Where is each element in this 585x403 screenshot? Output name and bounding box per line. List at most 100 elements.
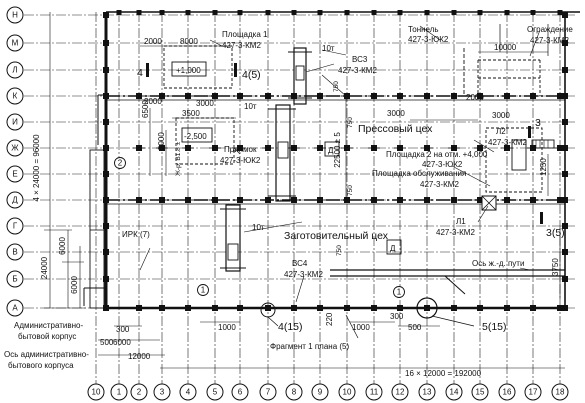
axis-bubble-number: 1 [110, 383, 128, 401]
axis-number-label: 10 [92, 388, 101, 397]
elev-plus1000: +1,000 [176, 66, 201, 75]
label-irk: ИРК (7) [122, 230, 150, 239]
axis-number-label: 10 [343, 388, 352, 397]
dim-300b: 300 [390, 312, 404, 321]
dim-1000a: 1000 [218, 323, 236, 332]
crane-bridge-top [288, 47, 312, 105]
dim-3000c: 3000 [492, 111, 510, 120]
dim-5000: 5000 [157, 132, 166, 150]
dim-22500: 22500 ± 5 [333, 132, 342, 168]
label-node-5-15: 5(15) [482, 321, 507, 333]
label-platform-service-code: 427-3-КМ2 [420, 180, 459, 189]
dim-3000b: 3000 [387, 109, 405, 118]
label-platform2: Площадка 2 на отм. +4,000 [386, 150, 488, 159]
label-10t-b: 10т [244, 102, 257, 111]
label-press-shop: Прессовый цех [358, 123, 433, 135]
axis-number-label: 6 [238, 388, 243, 397]
label-admin-axis: Ось административно- [4, 350, 89, 359]
label-section-3-5: 3(5) [546, 227, 565, 239]
axis-number-label: 18 [556, 388, 565, 397]
dim-8000: 8000 [180, 37, 198, 46]
axis-number-label: 5 [213, 388, 218, 397]
axis-letter-label: Б [12, 275, 17, 284]
crane-bridge-bottom [220, 204, 246, 272]
label-l2-code: 427-3-КМ2 [488, 138, 527, 147]
axis-bubble-letter: И [6, 113, 24, 131]
axis-bubble-letter: Н [6, 6, 24, 24]
label-section-4: 4 [137, 67, 143, 79]
label-tunnel-code: 427-3-ЮК2 [408, 35, 449, 44]
label-vs3-code: 427-3-КМ2 [338, 66, 377, 75]
dim-left-24000: 24000 [40, 256, 49, 279]
axis-bubble-number: 15 [471, 383, 489, 401]
axis-bubble-letter: В [6, 243, 24, 261]
dim-300: 300 [116, 325, 130, 334]
label-ref-small: Ж-р. В1.8 ± [175, 141, 182, 176]
label-shop-letter-b: Д [390, 244, 396, 253]
label-vs4: ВС4 [292, 259, 308, 268]
axis-number-label: 8 [292, 388, 297, 397]
tunnel-outline [463, 24, 549, 96]
label-admin-axis-2: бытового корпуса [8, 361, 74, 370]
axis-bubble-letter: А [6, 299, 24, 317]
axis-bubbles-letters: Н М Л К И Ж Е Д Г В Б А [6, 6, 24, 317]
elev-minus2500: -2,500 [184, 132, 207, 141]
axis-bubble-letter: М [6, 34, 24, 52]
dim-total-bottom: 16 × 12000 = 192000 [405, 369, 482, 378]
axis-number-label: 2 [137, 388, 142, 397]
detail-circles [114, 157, 475, 339]
dim-750d: 750 [336, 245, 343, 256]
label-circle-1b: 1 [397, 288, 402, 297]
axis-bubble-number: 6 [231, 383, 249, 401]
dim-3500: 3500 [182, 109, 200, 118]
axis-bubble-number: 16 [498, 383, 516, 401]
label-platform-service: Площадка обслуживания [372, 169, 466, 178]
label-l1: Л1 [456, 217, 466, 226]
label-l2: Л2 [496, 127, 506, 136]
axis-letter-label: Г [13, 222, 18, 231]
label-platform1: Площадка 1 [222, 30, 268, 39]
axis-number-label: 14 [450, 388, 459, 397]
label-pit-code: 427-3-ЮК2 [220, 156, 261, 165]
axis-letter-label: Д [12, 196, 18, 205]
axis-bubble-number: 18 [551, 383, 569, 401]
dim-750c: 750 [347, 185, 354, 196]
section-marks [146, 63, 543, 224]
label-fence-code: 427-3-КМ2 [530, 36, 569, 45]
axis-letter-label: Ж [11, 144, 19, 153]
axis-bubble-number: 9 [311, 383, 329, 401]
label-prep-shop: Заготовительный цех [284, 230, 389, 242]
label-shop-letter-a: Д [328, 146, 334, 155]
dim-6000: 6000 [113, 338, 131, 347]
axis-bubble-number: 11 [365, 383, 383, 401]
axis-letter-label: А [12, 304, 18, 313]
axis-bubble-letter: Л [6, 61, 24, 79]
axis-letter-label: Е [12, 170, 17, 179]
platform-1-outline [163, 45, 233, 89]
axis-letter-label: И [12, 118, 18, 127]
axis-bubble-letter: К [6, 87, 24, 105]
axis-bubble-letter: Г [6, 217, 24, 235]
axis-letter-label: Л [12, 66, 17, 75]
label-admin-building: Административно- [14, 321, 83, 330]
label-10t-c: 10т [252, 223, 265, 232]
axis-number-label: 7 [266, 388, 271, 397]
axis-bubble-number: 3 [153, 383, 171, 401]
dim-10000: 10000 [494, 43, 517, 52]
dim-1250: 1250 [539, 158, 548, 176]
axis-letter-label: Н [12, 11, 18, 20]
dim-220: 220 [325, 312, 334, 326]
label-node-4-15: 4(15) [278, 321, 303, 333]
axis-bubble-number: 5 [206, 383, 224, 401]
dim-750b: 750 [347, 117, 354, 128]
axis-number-label: 17 [529, 388, 538, 397]
axis-number-label: 15 [476, 388, 485, 397]
crane-bridge-middle [268, 104, 296, 202]
label-l1-code: 427-3-КМ2 [436, 228, 475, 237]
axis-bubble-number: 8 [285, 383, 303, 401]
dim-2000b: 2000 [144, 97, 162, 106]
dimension-lines [44, 12, 565, 369]
axis-number-label: 9 [318, 388, 323, 397]
